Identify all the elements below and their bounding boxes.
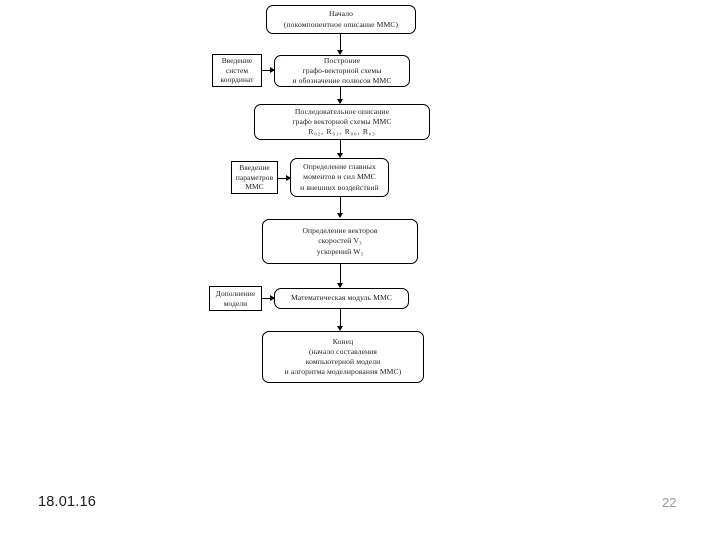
flow-node-parameters-line-2: параметров [235, 172, 274, 182]
flow-node-parameters-line-1: Введение [239, 162, 270, 172]
flow-node-coordinate-systems-line-1: Введение [221, 55, 253, 65]
flow-node-sequential-description: Последовательное описание графо векторно… [254, 104, 430, 140]
flow-node-end-line-3: компьютерной модели [305, 357, 381, 366]
connector-vectors-to-math-module [340, 264, 342, 284]
flow-node-model-supplement: Дополнение модели [209, 286, 262, 311]
arrowhead-vectors-top [337, 213, 344, 218]
flow-node-moments-forces-line-3: и внешних воздействий [300, 182, 379, 192]
flow-node-moments-forces-line-2: моментов и сил ММС [303, 172, 376, 182]
flow-node-start-line-1: Начало [329, 9, 353, 19]
arrowhead-build-scheme-left [270, 67, 275, 74]
connector-build-to-sequential [340, 87, 342, 100]
flow-node-end-line-4: и алгоритма моделирования ММС) [284, 367, 402, 377]
flow-node-model-supplement-line-2: модели [223, 298, 248, 308]
flow-node-sequential-description-line-2: графо векторной схемы ММС [292, 116, 392, 126]
arrowhead-moments-left [286, 175, 291, 182]
flow-node-model-supplement-line-1: Дополнение [215, 288, 256, 298]
connector-coordinates-to-build [262, 70, 274, 72]
flow-node-moments-forces-line-1: Определение главных [303, 162, 376, 172]
flow-node-parameters: Введение параметров ММС [231, 161, 278, 194]
flow-node-vectors-line-1: Определение векторов [302, 226, 378, 236]
flow-node-sequential-description-line-1: Последовательное описание [294, 106, 390, 116]
slide-page-number: 22 [662, 495, 677, 510]
flow-node-end: Конец (начало составления компьютерной м… [262, 331, 424, 383]
flow-node-math-module: Математическая модуль ММС [274, 288, 409, 309]
flow-node-coordinate-systems: Введение систем координат [212, 54, 262, 87]
flow-node-build-scheme: Построние графо-векторной схемы и обозна… [274, 55, 410, 87]
connector-parameters-to-moments [278, 178, 290, 180]
flow-node-vectors-line-3: ускорений W₃ [316, 246, 364, 256]
connector-moments-to-vectors [340, 197, 342, 214]
arrowhead-math-module-left [270, 295, 275, 302]
flow-node-sequential-description-formula: R₀₂, R₀₁, R₀₀, R₀₃ [308, 127, 376, 136]
flowchart-diagram: Начало (покомпонентное описание ММС) Вве… [209, 5, 430, 383]
arrowhead-math-module-top [337, 283, 344, 288]
slide-footer-date: 18.01.16 [38, 494, 97, 510]
flow-node-start: Начало (покомпонентное описание ММС) [266, 5, 416, 34]
arrowhead-end-top [337, 326, 344, 331]
flow-node-start-line-2: (покомпонентное описание ММС) [283, 19, 399, 29]
flow-node-parameters-line-3: ММС [245, 182, 264, 192]
connector-sequential-to-moments [340, 140, 342, 154]
flow-node-coordinate-systems-line-2: систем [225, 65, 249, 75]
flow-node-coordinate-systems-line-3: координат [220, 75, 254, 85]
connector-start-to-build [340, 34, 342, 51]
arrowhead-build-scheme-top [337, 50, 344, 55]
flow-node-build-scheme-line-3: и обозначение полюсов ММС [292, 76, 392, 86]
connector-supplement-to-math-module [262, 298, 274, 300]
flow-node-build-scheme-line-1: Построние [323, 55, 361, 65]
flow-node-moments-forces: Определение главных моментов и сил ММС и… [290, 158, 389, 197]
flow-node-vectors-line-2: скоростей V₃ [318, 236, 362, 246]
arrowhead-moments-top [337, 153, 344, 158]
flow-node-vectors: Определение векторов скоростей V₃ ускоре… [262, 219, 418, 264]
arrowhead-sequential-top [337, 99, 344, 104]
flow-node-math-module-line-1: Математическая модуль ММС [291, 293, 392, 303]
flow-node-build-scheme-line-2: графо-векторной схемы [302, 66, 382, 75]
connector-math-module-to-end [340, 309, 342, 327]
flow-node-end-line-2: (начало составления [308, 346, 378, 356]
flow-node-end-line-1: Конец [332, 336, 354, 346]
